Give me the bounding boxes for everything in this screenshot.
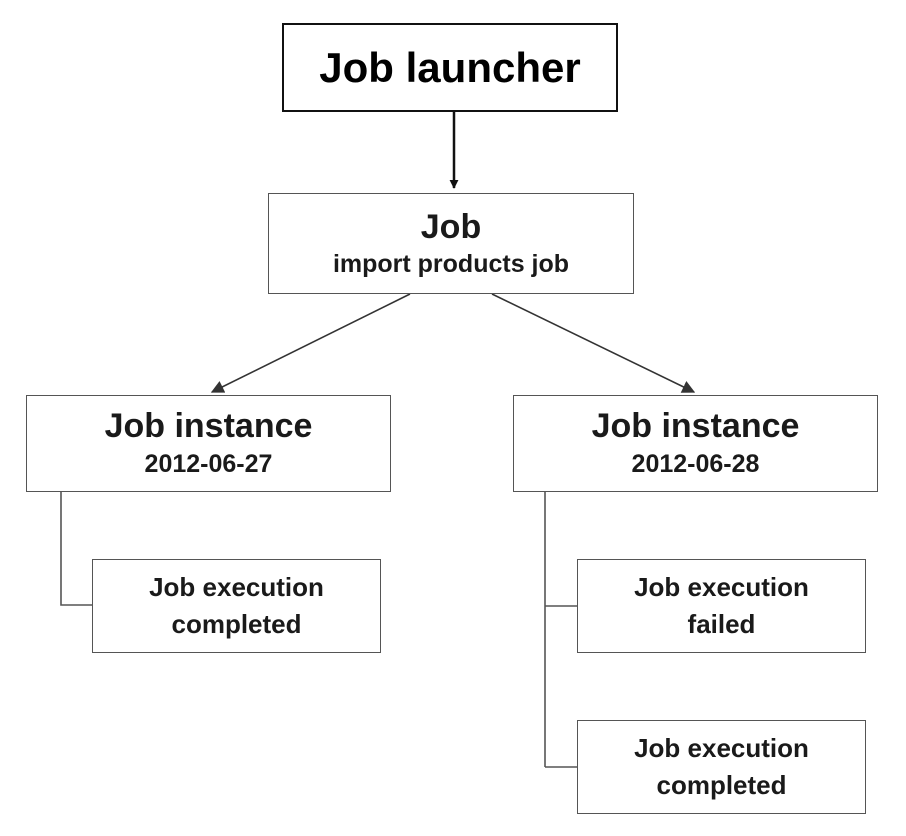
job-execution-status: completed xyxy=(656,770,787,800)
arrow-job-to-instance-2 xyxy=(491,293,696,393)
job-execution-status: failed xyxy=(687,609,756,639)
job-instance-box-1: Job instance 2012-06-27 xyxy=(26,395,391,492)
job-execution-status: completed xyxy=(171,609,302,639)
job-execution-label: Job execution xyxy=(634,733,809,763)
job-instance-box-2: Job instance 2012-06-28 xyxy=(513,395,878,492)
job-instance-date: 2012-06-27 xyxy=(144,449,273,478)
job-launcher-box: Job launcher xyxy=(282,23,618,112)
job-title: Job xyxy=(420,207,482,246)
job-instance-title: Job instance xyxy=(591,406,800,445)
job-execution-label: Job execution xyxy=(149,572,324,602)
job-name: import products job xyxy=(332,249,570,278)
job-instance-date: 2012-06-28 xyxy=(631,449,760,478)
job-instance-title: Job instance xyxy=(104,406,313,445)
job-execution-box-2: Job execution failed xyxy=(577,559,866,653)
job-launcher-label: Job launcher xyxy=(319,43,581,91)
connector-instance-1-to-execution-1 xyxy=(60,492,92,606)
job-box: Job import products job xyxy=(268,193,634,294)
job-execution-label: Job execution xyxy=(634,572,809,602)
job-execution-box-1: Job execution completed xyxy=(92,559,381,653)
job-execution-box-3: Job execution completed xyxy=(577,720,866,814)
arrow-job-to-instance-1 xyxy=(210,293,411,393)
